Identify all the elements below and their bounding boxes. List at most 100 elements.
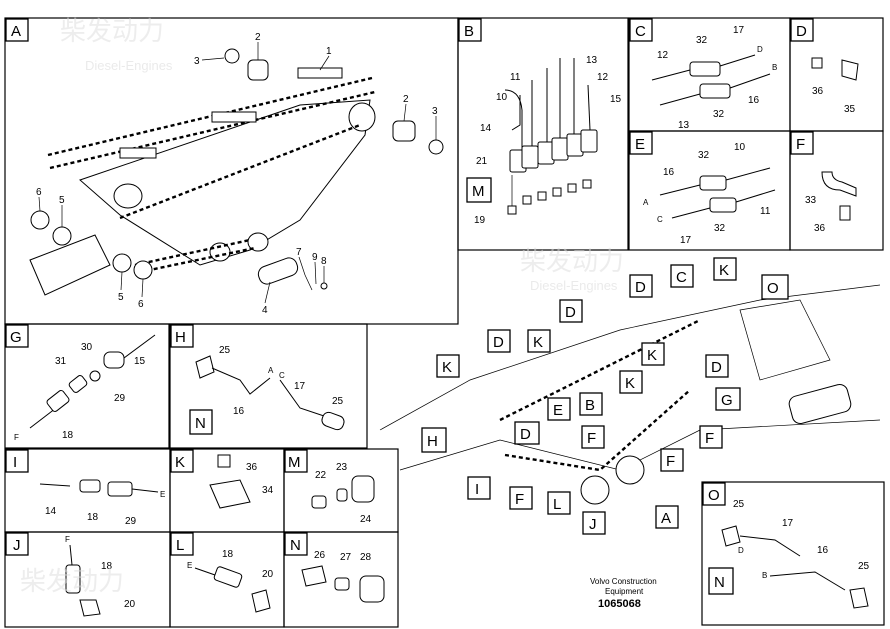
bolt-d (811, 57, 823, 69)
panel-a-tag (5, 18, 29, 42)
pipe-c3 (659, 93, 701, 106)
overview: D K O D C K D K K D K E B G H D F F F (379, 257, 881, 610)
hose-lower-3 (139, 246, 256, 274)
part-num-e32b: 32 (714, 223, 726, 234)
panel-c-tag (629, 18, 653, 42)
pipe-l1 (194, 567, 216, 576)
pipe-c1 (651, 69, 691, 81)
link-boss-2 (247, 232, 269, 252)
fitting-m23 (336, 488, 348, 502)
ov-tag-l (547, 491, 571, 515)
ov-tag-d1 (629, 274, 653, 298)
ov-tag-d3 (705, 354, 729, 378)
panel-i-letter: I (13, 454, 17, 471)
callout-m: M (472, 183, 485, 200)
part-num-c12: 12 (657, 50, 669, 61)
lock-ring (320, 282, 328, 290)
part-num-f36: 36 (814, 223, 826, 234)
panel-g-tag (5, 324, 29, 348)
panel-n: N 26 27 28 (283, 531, 399, 628)
part-num-k36: 36 (246, 462, 258, 473)
overview-arm-top (379, 284, 881, 431)
part-num-e17: 17 (680, 235, 692, 246)
fitting-n27 (334, 577, 350, 591)
panel-b-frame (457, 17, 629, 251)
part-num-3: 3 (194, 56, 200, 67)
panel-m-letter: M (288, 454, 301, 471)
end-g-f: F (14, 433, 19, 442)
part-num-g18: 18 (62, 430, 74, 441)
figure-code: 1065068 (598, 598, 641, 610)
fitting-e1 (699, 175, 727, 191)
washer-6a (30, 210, 50, 230)
part-num-f33: 33 (805, 195, 817, 206)
part-num-k34: 34 (262, 485, 274, 496)
ov-tag-k4 (436, 354, 460, 378)
panel-h-tag (170, 324, 194, 348)
part-num-g29: 29 (114, 393, 126, 404)
leader-4 (264, 281, 271, 304)
bracket-k (209, 479, 251, 509)
watermark-layer: 柴发动力 Diesel-Engines 柴发动力 Diesel-Engines … (20, 17, 624, 597)
watermark-sub-2: Diesel-Engines (530, 278, 618, 293)
part-num-e10: 10 (734, 142, 746, 153)
end-o-d: D (738, 546, 744, 555)
ov-tag-i-text: I (475, 481, 479, 498)
fitting-c1 (689, 61, 721, 77)
panel-a: A 1 2 2 (4, 17, 459, 325)
part-num-c32b: 32 (713, 109, 725, 120)
tube-14 (511, 95, 521, 131)
part-num-b19: 19 (474, 215, 486, 226)
pipe-e2 (725, 167, 771, 181)
panel-e-tag (629, 131, 653, 155)
fitting-g3 (103, 351, 125, 369)
panel-c: C 12 13 16 17 32 32 D B (628, 17, 791, 132)
ov-tag-d3-text: D (711, 359, 722, 376)
ov-tag-k3-text: K (625, 375, 635, 392)
part-num-c16: 16 (748, 95, 760, 106)
panel-o: O 25 17 16 25 D B N (701, 481, 885, 626)
panel-a-letter: A (11, 23, 21, 40)
fitting-b6 (580, 129, 598, 153)
part-num-2b: 2 (403, 94, 409, 105)
ov-tag-d2 (559, 299, 583, 323)
part-num-b11: 11 (510, 72, 521, 83)
part-num-i29: 18 (87, 512, 99, 523)
leader-9 (314, 261, 317, 285)
ov-tag-d1-text: D (635, 279, 646, 296)
seal-right (428, 139, 444, 155)
panel-f-tag (790, 131, 814, 155)
elbow-o2 (849, 587, 869, 609)
part-num-b15: 15 (610, 94, 622, 105)
part-num-l20: 20 (262, 569, 274, 580)
fitting-b2 (521, 145, 539, 169)
part-num-i14: 14 (45, 506, 57, 517)
ov-tag-g-text: G (721, 392, 733, 409)
plug-19 (507, 205, 517, 215)
part-num-e32a: 32 (698, 150, 710, 161)
panel-h-frame (169, 323, 368, 449)
part-num-g30: 30 (81, 342, 93, 353)
ov-tag-c-text: C (676, 269, 687, 286)
plug-b4 (552, 187, 562, 197)
fitting-g2 (68, 375, 88, 393)
fitting-h2 (321, 411, 345, 431)
part-num-h25a: 25 (219, 345, 231, 356)
ov-tag-f4-text: F (515, 491, 524, 508)
part-num-5: 5 (59, 195, 65, 206)
part-num-m23: 23 (336, 462, 348, 473)
clamp-f (821, 171, 857, 197)
ov-tag-a-text: A (661, 510, 671, 527)
part-num-l18: 18 (222, 549, 234, 560)
part-num-c32a: 32 (696, 35, 708, 46)
part-num-b21: 21 (476, 156, 488, 167)
end-h-a: A (268, 366, 274, 375)
end-o-b: B (762, 571, 767, 580)
ov-tag-b (579, 392, 603, 416)
fitting-g1 (46, 390, 70, 412)
part-num-g15: 15 (134, 356, 146, 367)
part-num-j20: 20 (124, 599, 136, 610)
part-num-8: 8 (321, 256, 327, 267)
part-num-j18: 18 (101, 561, 113, 572)
cap-n28 (359, 575, 385, 603)
